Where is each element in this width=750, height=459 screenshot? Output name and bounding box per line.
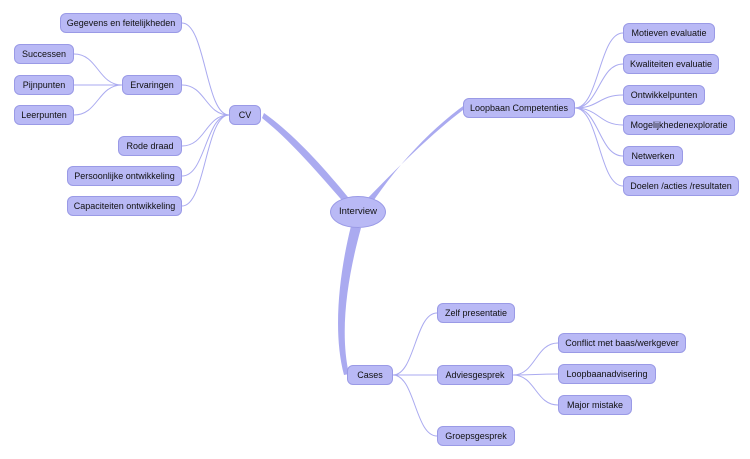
link-loopbaan-1 (574, 63, 624, 109)
link-advies-loopbaan (512, 373, 559, 376)
link-cv-ervaringen (181, 84, 230, 116)
node-loopbaan-competenties[interactable]: Loopbaan Competenties (463, 98, 575, 118)
node-capaciteiten-ontwikkeling[interactable]: Capaciteiten ontwikkeling (67, 196, 182, 216)
node-loopbaanadvisering[interactable]: Loopbaanadvisering (558, 364, 656, 384)
link-cv-capaciteiten (181, 114, 230, 207)
link-loopbaan-2 (574, 94, 624, 109)
node-interview[interactable]: Interview (330, 196, 386, 228)
node-adviesgesprek[interactable]: Adviesgesprek (437, 365, 513, 385)
link-advies-mistake (512, 374, 559, 406)
link-ervaringen-leerpunten (73, 84, 123, 116)
link-loopbaan-4 (574, 107, 624, 157)
trunk-loopbaan (364, 104, 466, 206)
link-cases-zelf (392, 312, 438, 376)
node-motieven-evaluatie[interactable]: Motieven evaluatie (623, 23, 715, 43)
link-cases-groeps (392, 374, 438, 437)
link-loopbaan-3 (574, 107, 624, 126)
node-pijnpunten[interactable]: Pijnpunten (14, 75, 74, 95)
node-mogelijkhedenexploratie[interactable]: Mogelijkhedenexploratie (623, 115, 735, 135)
node-successen[interactable]: Successen (14, 44, 74, 64)
node-ervaringen[interactable]: Ervaringen (122, 75, 182, 95)
node-major-mistake[interactable]: Major mistake (558, 395, 632, 415)
node-leerpunten[interactable]: Leerpunten (14, 105, 74, 125)
node-netwerken[interactable]: Netwerken (623, 146, 683, 166)
node-groepsgesprek[interactable]: Groepsgesprek (437, 426, 515, 446)
link-cv-rode-draad (181, 114, 230, 147)
node-ontwikkelpunten[interactable]: Ontwikkelpunten (623, 85, 705, 105)
link-advies-conflict (512, 342, 559, 376)
trunk-cv (262, 113, 352, 205)
node-persoonlijke-ontwikkeling[interactable]: Persoonlijke ontwikkeling (67, 166, 182, 186)
link-cv-gegevens (181, 22, 230, 116)
node-rode-draad[interactable]: Rode draad (118, 136, 182, 156)
link-loopbaan-5 (574, 107, 624, 187)
node-gegevens[interactable]: Gegevens en feitelijkheden (60, 13, 182, 33)
node-cases[interactable]: Cases (347, 365, 393, 385)
node-zelf-presentatie[interactable]: Zelf presentatie (437, 303, 515, 323)
trunk-cases (338, 226, 361, 375)
node-doelen-acties-resultaten[interactable]: Doelen /acties /resultaten (623, 176, 739, 196)
node-cv[interactable]: CV (229, 105, 261, 125)
node-kwaliteiten-evaluatie[interactable]: Kwaliteiten evaluatie (623, 54, 719, 74)
link-loopbaan-0 (574, 32, 624, 109)
link-ervaringen-successen (73, 53, 123, 86)
link-cv-persoonlijke (181, 114, 230, 177)
node-conflict-met-baas[interactable]: Conflict met baas/werkgever (558, 333, 686, 353)
